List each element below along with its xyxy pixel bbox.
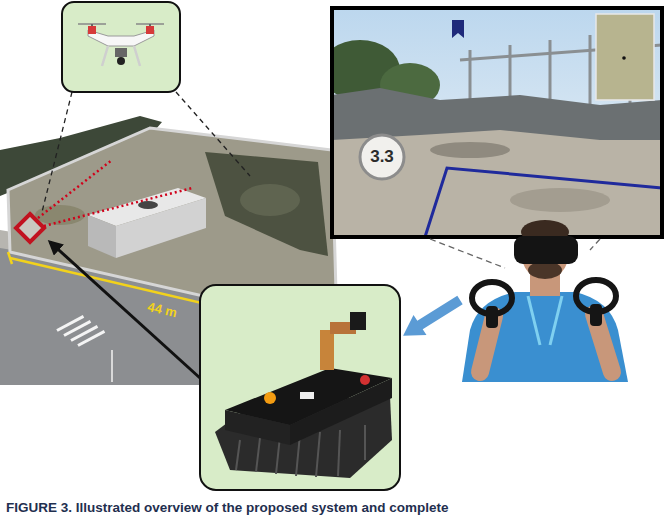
motor: [149, 24, 151, 26]
robot-camera: [350, 312, 366, 330]
crosswalk: [56, 315, 105, 347]
dimension-label: 44 m: [146, 299, 178, 320]
minimap-position: [622, 56, 626, 60]
gimbal: [115, 48, 127, 57]
tread: [316, 432, 320, 477]
vr-headset: [514, 236, 578, 264]
vr-ground-texture: [430, 142, 510, 158]
lanyard: [550, 296, 562, 345]
controller-grip: [486, 306, 498, 328]
camera-ray: [38, 160, 112, 218]
caption-box: FIGURE 3. Illustrated overview of the pr…: [6, 498, 658, 516]
crosswalk-stripe: [77, 330, 105, 347]
controller-grip: [590, 304, 602, 326]
vr-ground-texture: [510, 188, 610, 212]
robot-side: [290, 378, 392, 445]
dimension-tick: [8, 252, 12, 264]
robot-front: [225, 410, 290, 445]
tread: [236, 440, 240, 470]
vr-view: [332, 8, 662, 237]
landing-gear: [134, 46, 140, 66]
robot-frame: [200, 285, 400, 490]
lanyard: [528, 296, 540, 345]
tread: [364, 425, 366, 460]
dimension-label-box: 44 m: [146, 297, 179, 321]
minimap: [596, 14, 654, 100]
vegetation: [240, 184, 300, 216]
bookmark-icon: [452, 20, 464, 38]
tread: [256, 438, 260, 472]
concrete-block-front: [116, 198, 206, 258]
drone-frame: [62, 2, 180, 92]
view-line: [590, 239, 600, 250]
motor: [91, 24, 93, 26]
navigation-arrow: [50, 242, 200, 378]
figure-caption: FIGURE 3. Illustrated overview of the pr…: [6, 500, 449, 515]
block-opening: [138, 201, 158, 209]
gauge-circle: [360, 135, 404, 179]
target-marker: [16, 214, 44, 242]
robot-panel: [200, 285, 400, 490]
robot-sticker: [300, 392, 314, 399]
view-line: [176, 92, 250, 176]
crosswalk-stripe: [70, 325, 98, 342]
crosswalk-stripe: [56, 315, 84, 332]
crosswalk-stripe: [63, 320, 91, 337]
gauge-value: 3.3: [370, 147, 394, 167]
concrete-block-side: [88, 215, 116, 258]
drone-panel: [62, 2, 180, 92]
control-arrow: [403, 296, 463, 336]
street-lamp: [111, 350, 113, 382]
vr-view-border: [332, 8, 662, 237]
vr-sky: [332, 8, 662, 237]
vr-ground: [332, 130, 662, 237]
drone-camera: [117, 57, 125, 65]
drone-stripe: [88, 26, 96, 34]
view-line: [42, 92, 72, 212]
gauge-node: 3.3: [358, 133, 406, 181]
fence-post: [589, 35, 592, 112]
shirt: [462, 292, 628, 382]
drone-stripe: [146, 26, 154, 34]
tread: [338, 430, 340, 476]
camera-ray: [44, 188, 192, 226]
robot-arm: [320, 330, 334, 370]
landing-gear: [102, 46, 108, 66]
vegetation: [205, 152, 328, 256]
operator: [462, 220, 628, 382]
stop-button: [360, 375, 370, 385]
drone-body: [88, 30, 154, 46]
warning-light: [264, 392, 276, 404]
view-line: [430, 239, 505, 268]
